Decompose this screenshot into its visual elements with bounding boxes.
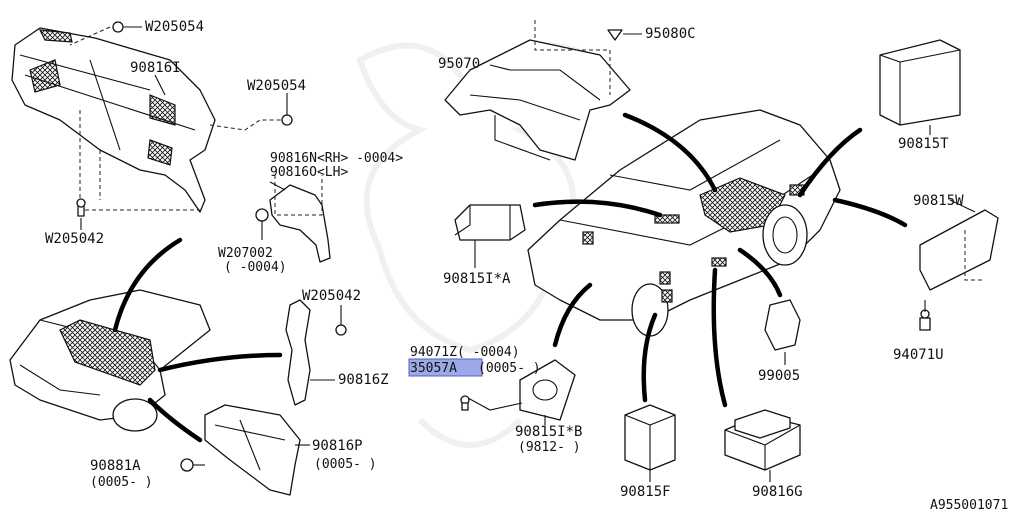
car-front-left-view — [9, 289, 211, 432]
label-w207002[interactable]: W207002 — [218, 246, 273, 261]
label-90816o[interactable]: 90816O<LH> — [270, 165, 348, 180]
label-90815f[interactable]: 90815F — [620, 484, 671, 500]
highlight-box-35057a — [408, 358, 483, 377]
clip-w205054-mid[interactable] — [281, 114, 293, 126]
part-90816i-dash-insulator[interactable] — [11, 26, 285, 213]
part-90815i-b-pad[interactable] — [467, 359, 576, 421]
label-95080c[interactable]: 95080C — [645, 26, 696, 42]
leader-lines — [80, 26, 976, 482]
label-w205054-mid[interactable]: W205054 — [247, 78, 306, 94]
part-90816n-bracket[interactable] — [269, 175, 331, 263]
label-90815i-b[interactable]: 90815I*B — [515, 424, 582, 440]
label-35057a[interactable]: 35057A — [410, 361, 457, 376]
clip-w205042-right[interactable] — [335, 324, 347, 336]
part-99005-pad[interactable] — [764, 299, 801, 351]
clip-35057a[interactable] — [460, 395, 470, 411]
label-90816z[interactable]: 90816Z — [338, 372, 389, 388]
label-90881a[interactable]: 90881A — [90, 458, 141, 474]
part-90815f-box[interactable] — [624, 404, 676, 471]
clip-w205054-top[interactable] — [112, 21, 124, 33]
label-99005[interactable]: 99005 — [758, 368, 800, 384]
clip-w207002[interactable] — [255, 208, 269, 222]
label-94071z[interactable]: 94071Z( -0004) — [410, 345, 520, 360]
label-35057a-note: (0005- ) — [478, 361, 541, 376]
label-90815i-a[interactable]: 90815I*A — [443, 271, 511, 287]
pointer-lines — [112, 112, 908, 443]
label-90816n[interactable]: 90816N<RH> -0004> — [270, 151, 403, 166]
label-w207002-note: ( -0004) — [224, 260, 287, 275]
part-95070-floor-insulator[interactable] — [444, 20, 631, 161]
part-90815t-box[interactable] — [879, 39, 961, 126]
part-90815i-a-pad[interactable] — [454, 204, 526, 241]
label-90816i[interactable]: 90816I — [130, 60, 181, 76]
label-w205042-right[interactable]: W205042 — [302, 288, 361, 304]
label-90815i-b-note: (9812- ) — [518, 440, 581, 455]
clip-90881a[interactable] — [180, 458, 194, 472]
part-90816g-block[interactable] — [724, 409, 801, 471]
label-90815w[interactable]: 90815W — [913, 193, 964, 209]
label-90815t[interactable]: 90815T — [898, 136, 949, 152]
label-diagram-code: A955001071 — [930, 498, 1008, 512]
label-94071u[interactable]: 94071U — [893, 347, 944, 363]
label-90816g[interactable]: 90816G — [752, 484, 803, 500]
label-w205054-top[interactable]: W205054 — [145, 19, 204, 35]
label-90816p[interactable]: 90816P — [312, 438, 363, 454]
clip-95080c[interactable] — [607, 29, 623, 41]
part-90815w-bracket[interactable] — [919, 209, 999, 291]
clip-94071u[interactable] — [919, 309, 931, 331]
part-90816z-panel[interactable] — [285, 299, 311, 406]
clip-w205042-left[interactable] — [76, 198, 86, 217]
label-95070[interactable]: 95070 — [438, 56, 480, 72]
label-90816p-note: (0005- ) — [314, 457, 377, 472]
part-90816p-panel[interactable] — [204, 404, 301, 496]
label-90881a-note: (0005- ) — [90, 475, 153, 490]
label-w205042-left[interactable]: W205042 — [45, 231, 104, 247]
